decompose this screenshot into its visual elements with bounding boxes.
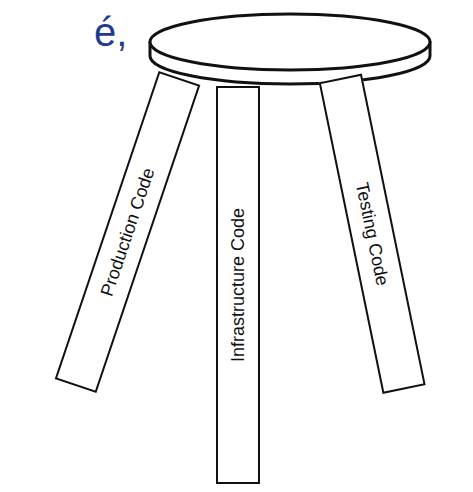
leg-label: Production Code — [97, 165, 160, 299]
slide-text-fragment: é, — [94, 10, 127, 55]
leg-label: Infrastructure Code — [228, 208, 249, 362]
stool-leg: Production Code — [55, 71, 201, 393]
seat-top — [150, 14, 430, 70]
stool-leg: Infrastructure Code — [216, 86, 260, 484]
stool-leg: Testing Code — [318, 74, 425, 395]
leg-label: Testing Code — [351, 180, 393, 287]
